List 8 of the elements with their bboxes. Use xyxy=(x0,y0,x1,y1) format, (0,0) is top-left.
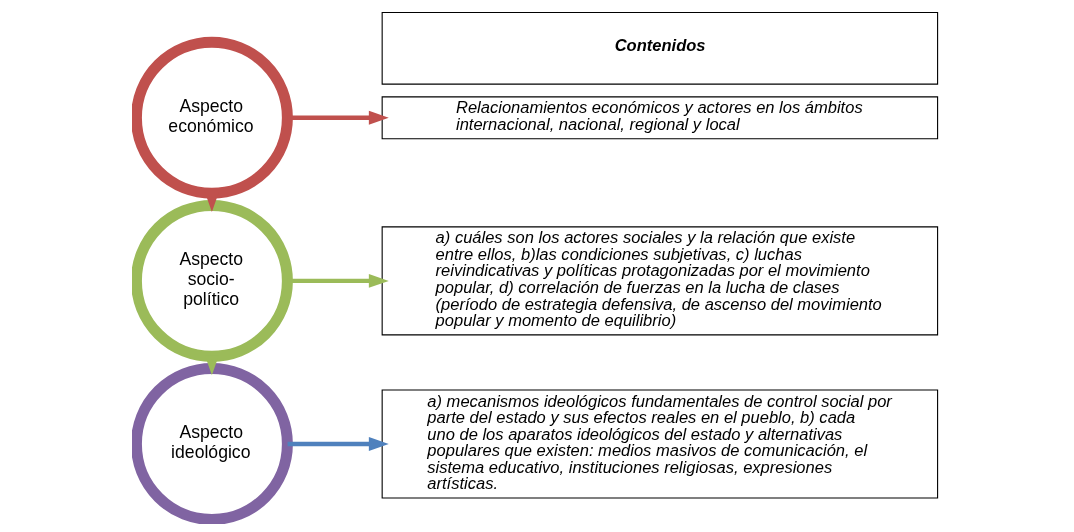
node-circle: Aspecto económico xyxy=(132,36,293,199)
node-circle: Aspecto ideológico xyxy=(132,363,293,524)
node-box: Relacionamientos económicos y actores en los ámbitos internacional, nacional, regional y local xyxy=(381,96,939,140)
node-box: a) mecanismos ideológicos fundamentales de control social por parte del estado y sus efectos reales en el pueblo, b) cada uno de los aparatos ideológicos del estado y alternativas populares que existen: medios masivos de comunicación, el sistema educativo, instituciones religiosas, expresiones artísticas. xyxy=(381,389,939,499)
node-box: a) cuáles son los actores sociales y la relación que existe entre ellos, b)las condiciones subjetivas, c) luchas reivindicativas y políticas protagonizadas por el movimiento popular, d) correlación de fuerzas en la lucha de clases (período de estrategia defensiva, de ascenso del movimiento popular y momento de equilibrio) xyxy=(381,226,939,336)
node-circle: Aspecto socio-político xyxy=(132,199,293,362)
node-box: Contenidos xyxy=(381,11,939,85)
arrow xyxy=(287,437,389,451)
